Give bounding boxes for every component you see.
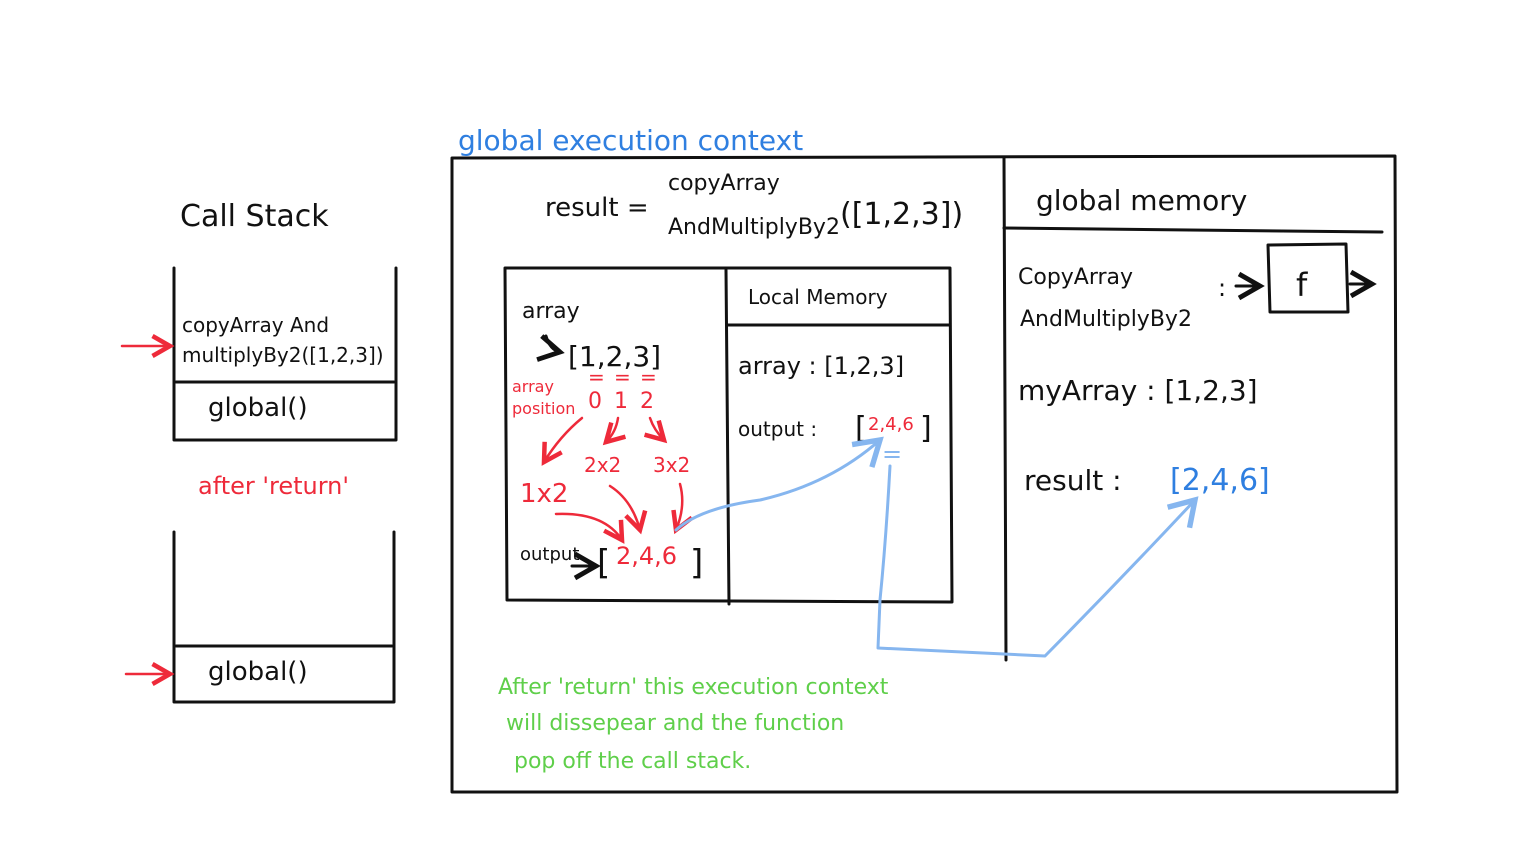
output-bracket-close: ] <box>690 543 703 583</box>
local-memory-divider <box>724 268 731 606</box>
op-1x2: 1x2 <box>520 479 568 509</box>
equals-0: = <box>588 365 605 389</box>
position-2-arrow <box>643 416 668 444</box>
equals-1: = <box>614 365 631 389</box>
global-context-title: global execution context <box>458 124 803 157</box>
array-param-label: array <box>522 299 580 324</box>
global-fn-name-line1: CopyArray <box>1018 265 1133 290</box>
array-param-arrow <box>536 334 565 362</box>
after-return-label: after 'return' <box>198 472 349 500</box>
note-line2: will dissepear and the function <box>506 711 844 736</box>
fn-call-args: ([1,2,3]) <box>840 197 963 232</box>
function-definition-box <box>1266 242 1350 314</box>
note-line3: pop off the call stack. <box>514 749 751 774</box>
output-label: output <box>520 544 579 565</box>
result-assign-label: result = <box>545 193 649 223</box>
global-fn-name-line2: AndMultiplyBy2 <box>1020 307 1192 332</box>
op-3-arrow <box>671 482 694 535</box>
call-stack-after-frame <box>172 530 396 704</box>
local-memory-to-result-arrow <box>876 464 1199 658</box>
position-1-arrow <box>602 416 627 446</box>
global-fn-colon: : <box>1218 274 1226 302</box>
stack-frame-fn-line1: copyArray And <box>182 313 329 337</box>
result-call-line: result = copyArray AndMultiplyBy2 ([1,2,… <box>545 171 963 240</box>
return-note: After 'return' this execution context wi… <box>498 675 889 774</box>
array-positions: 0 1 2 <box>588 389 654 414</box>
function-box-symbol: f <box>1296 266 1308 304</box>
function-context-frame <box>503 266 954 604</box>
local-memory-output-equals: = <box>882 440 902 468</box>
global-memory-title-rule <box>1002 226 1384 234</box>
local-memory-array: array : [1,2,3] <box>738 352 904 380</box>
array-index-equals: = = = <box>588 365 657 389</box>
output-to-local-memory-arrow <box>674 436 884 532</box>
local-memory-title: Local Memory <box>748 285 888 309</box>
global-context-frame <box>450 154 1399 794</box>
op-3x2: 3x2 <box>653 453 690 477</box>
note-line1: After 'return' this execution context <box>498 675 889 700</box>
global-my-array: myArray : [1,2,3] <box>1018 374 1258 407</box>
position-0: 0 <box>588 389 602 414</box>
stack-frame-global-before: global() <box>208 393 308 423</box>
position-1: 1 <box>614 389 628 414</box>
call-stack-title: Call Stack <box>180 199 329 234</box>
local-memory-output-label: output : <box>738 417 817 441</box>
fn-name-line1: copyArray <box>668 171 780 196</box>
global-result-value: [2,4,6] <box>1170 463 1270 498</box>
output-value: 2,4,6 <box>616 542 677 570</box>
array-param-value: [1,2,3] <box>568 340 661 373</box>
op-1-arrow <box>554 512 625 544</box>
global-memory-title: global memory <box>1036 184 1247 217</box>
equals-2: = <box>640 365 657 389</box>
stack-frame-fn-line2: multiplyBy2([1,2,3]) <box>182 343 384 367</box>
local-memory-output-close: ] <box>920 411 932 446</box>
output-bracket-open: [ <box>597 543 610 583</box>
stack-frame-global-after: global() <box>208 657 308 687</box>
position-label-line2: position <box>512 399 575 418</box>
global-memory-divider <box>1002 156 1008 662</box>
op-2x2: 2x2 <box>584 453 621 477</box>
op-2-arrow <box>608 484 648 535</box>
position-label-line1: array <box>512 377 554 396</box>
position-0-arrow <box>541 416 584 466</box>
local-memory-output-open: [ <box>855 411 867 446</box>
global-result-label: result : <box>1024 464 1122 497</box>
position-2: 2 <box>640 389 654 414</box>
local-memory-output-value: 2,4,6 <box>868 414 914 435</box>
fn-name-line2: AndMultiplyBy2 <box>668 215 840 240</box>
